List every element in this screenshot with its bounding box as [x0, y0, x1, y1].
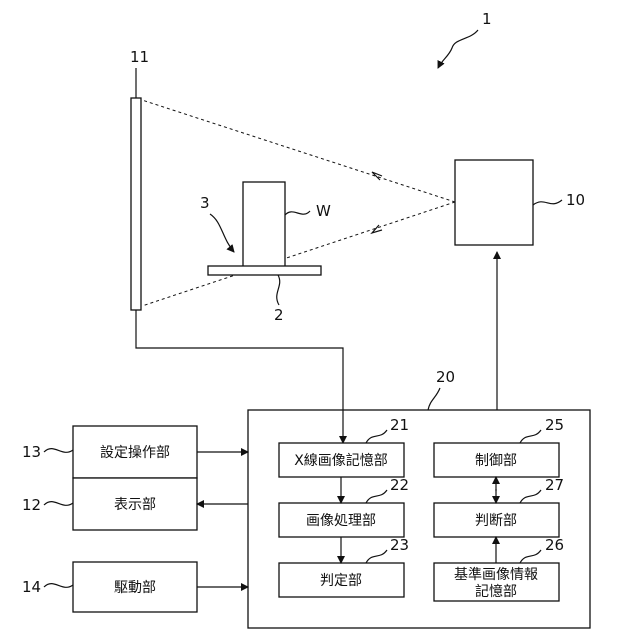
ref-img-proc-label: 22 — [390, 476, 409, 494]
controller-leader — [428, 388, 440, 410]
xray-source — [455, 160, 533, 245]
ref-decision-label: 27 — [545, 476, 564, 494]
judgment-text: 判定部 — [320, 573, 362, 589]
ref-device-label: 1 — [482, 10, 492, 28]
ref-workpiece-label: W — [316, 202, 331, 220]
xray-image-store-text: X線画像記憶部 — [294, 452, 388, 469]
leader-14 — [44, 584, 73, 588]
ref-source-label: 10 — [566, 191, 585, 209]
setting-operation-text: 設定操作部 — [100, 445, 170, 461]
workpiece — [243, 182, 285, 267]
ref-op-unit-label: 13 — [22, 443, 41, 461]
control-text: 制御部 — [475, 453, 517, 469]
leader-13 — [44, 449, 73, 453]
stage-leader — [277, 275, 280, 305]
xray-beam-upper — [142, 100, 455, 202]
ref-display-label: 12 — [22, 496, 41, 514]
stage — [208, 266, 321, 275]
decision-text: 判断部 — [475, 513, 517, 529]
xray-beam-lower — [142, 202, 455, 306]
image-processing-text: 画像処理部 — [306, 513, 376, 529]
ref-judge-label: 23 — [390, 536, 409, 554]
ref-xray-store-label: 21 — [390, 416, 409, 434]
device-leader — [438, 30, 478, 68]
ref-stage-label: 2 — [274, 306, 284, 324]
ref-controller-label: 20 — [436, 368, 455, 386]
ref-control-label: 25 — [545, 416, 564, 434]
ref-holder-label: 3 — [200, 194, 210, 212]
reference-image-store-text-2: 記憶部 — [475, 583, 517, 600]
ref-ref-store-label: 26 — [545, 536, 564, 554]
reference-image-store-text-1: 基準画像情報 — [454, 566, 538, 583]
ref-detector-label: 11 — [130, 48, 149, 66]
holder-leader — [210, 214, 234, 252]
beam-arrow-upper — [372, 172, 382, 180]
xray-detector — [131, 98, 141, 310]
leader-12 — [44, 502, 73, 506]
workpiece-leader — [285, 211, 310, 215]
display-text: 表示部 — [114, 497, 156, 513]
ref-drive-label: 14 — [22, 578, 41, 596]
drive-text: 駆動部 — [114, 580, 156, 596]
source-leader — [533, 200, 562, 205]
